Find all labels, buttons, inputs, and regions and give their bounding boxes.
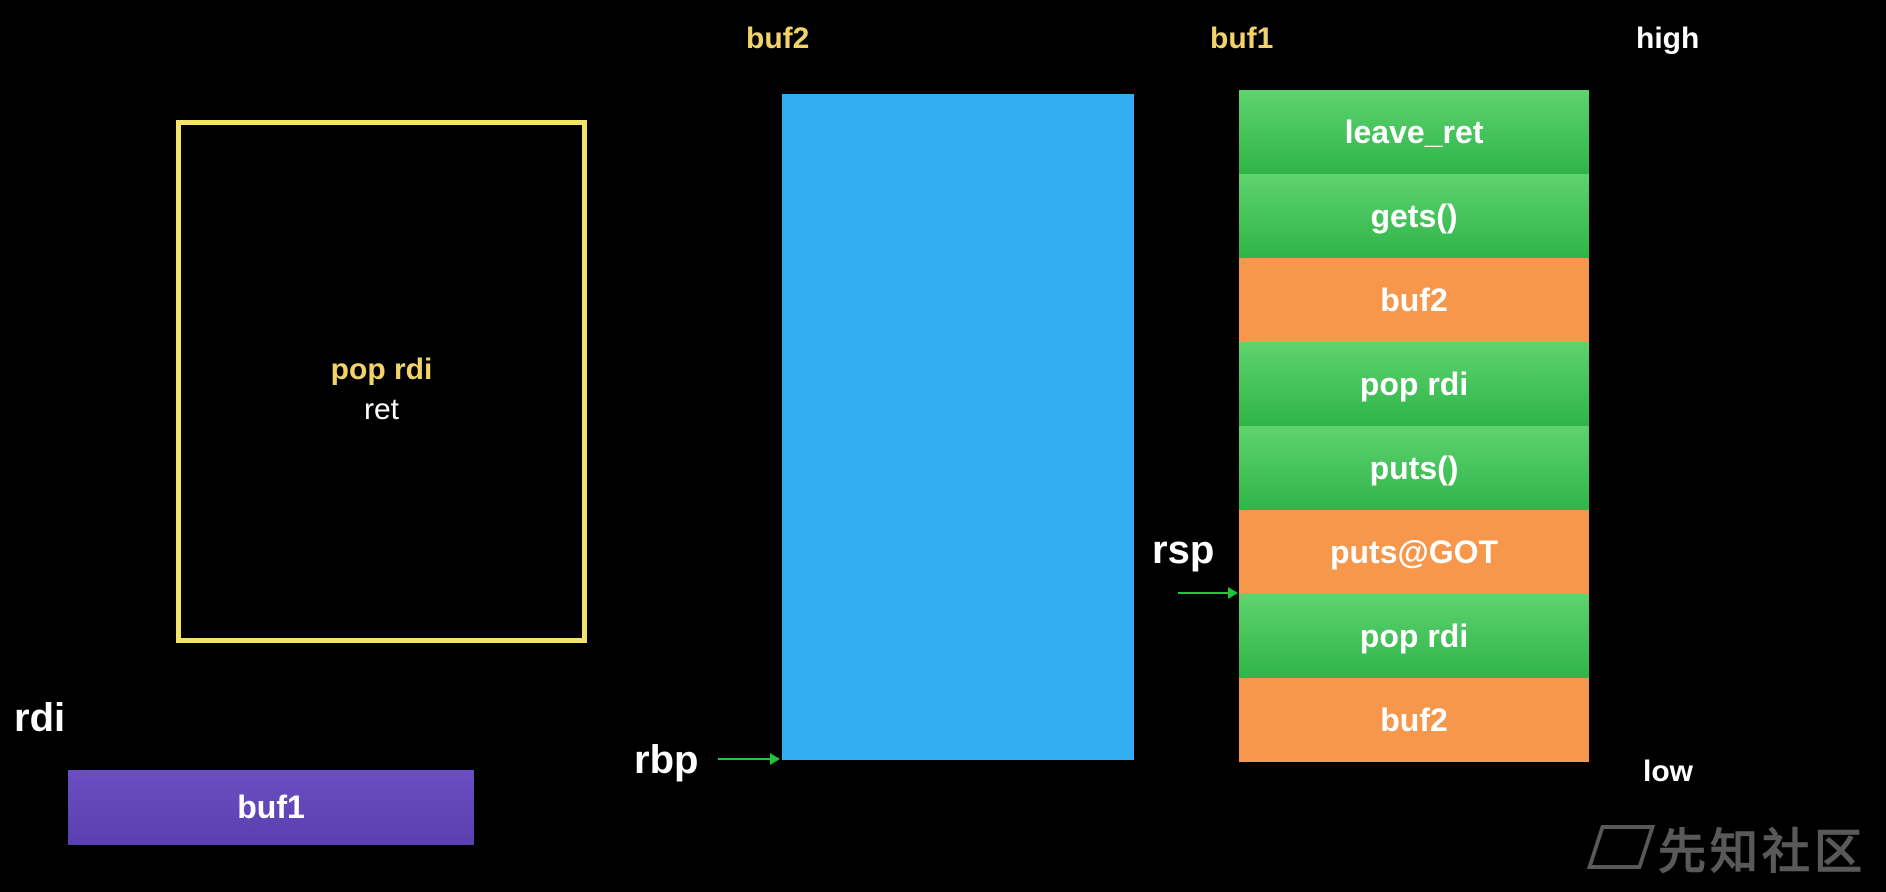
stack-cell: gets(): [1239, 174, 1589, 258]
watermark-text: 先知社区: [1657, 826, 1866, 879]
rdi-value-bar: buf1: [68, 770, 474, 845]
gadget-code: pop rdi ret: [181, 350, 582, 430]
rsp-arrow: [1178, 587, 1238, 599]
stack-cell: leave_ret: [1239, 90, 1589, 174]
high-label: high: [1636, 22, 1700, 55]
stack-cell: puts(): [1239, 426, 1589, 510]
rdi-value-text: buf1: [237, 789, 305, 825]
rdi-register-label: rdi: [14, 696, 66, 740]
buf2-header-label: buf2: [746, 22, 810, 55]
stack-cell: buf2: [1239, 258, 1589, 342]
gadget-line-ret: ret: [363, 393, 399, 426]
watermark-logo-icon: [1586, 825, 1656, 869]
stack-cell: pop rdi: [1239, 342, 1589, 426]
rbp-register-label: rbp: [634, 738, 699, 782]
watermark: 先知社区: [1586, 812, 1866, 882]
rsp-register-label: rsp: [1152, 528, 1215, 572]
low-label: low: [1643, 755, 1693, 788]
buf2-memory-block: [782, 94, 1134, 760]
buf1-header-label: buf1: [1210, 22, 1274, 55]
stack-cell: pop rdi: [1239, 594, 1589, 678]
gadget-code-box: pop rdi ret: [176, 120, 587, 643]
stack-cell: buf2: [1239, 678, 1589, 762]
rbp-arrow: [718, 753, 780, 765]
stack-cell: puts@GOT: [1239, 510, 1589, 594]
gadget-line-pop-rdi: pop rdi: [330, 353, 433, 386]
